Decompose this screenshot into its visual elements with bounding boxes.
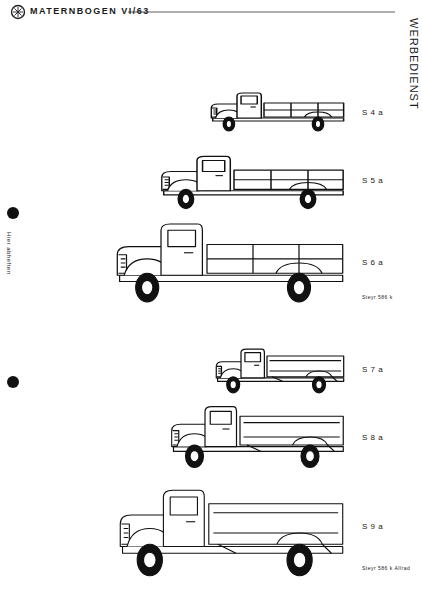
model-code: S 4 a (362, 109, 383, 117)
filing-note: Hier abheften (6, 232, 12, 275)
truck-drawing (172, 407, 344, 468)
truck-drawing (216, 349, 343, 393)
punch-hole (7, 207, 19, 219)
model-code: S 5 a (362, 177, 383, 185)
sheet-title: MATERNBOGEN VI/63 (30, 7, 150, 16)
model-code: S 6 a (362, 259, 383, 267)
model-code: S 8 a (362, 434, 383, 442)
model-caption: Steyr 586 k (362, 295, 393, 300)
model-code: S 9 a (362, 523, 383, 531)
truck-drawing (211, 93, 343, 131)
truck-drawing (120, 490, 342, 576)
truck-drawing (117, 224, 342, 302)
truck-drawing (162, 156, 343, 208)
model-code: S 7 a (362, 366, 383, 374)
header-rule (128, 12, 395, 13)
punch-hole (7, 376, 19, 388)
model-caption: Steyr 586 k Allrad (362, 566, 410, 571)
logo (12, 6, 25, 19)
department-mark: WERBEDIENST (408, 18, 419, 110)
